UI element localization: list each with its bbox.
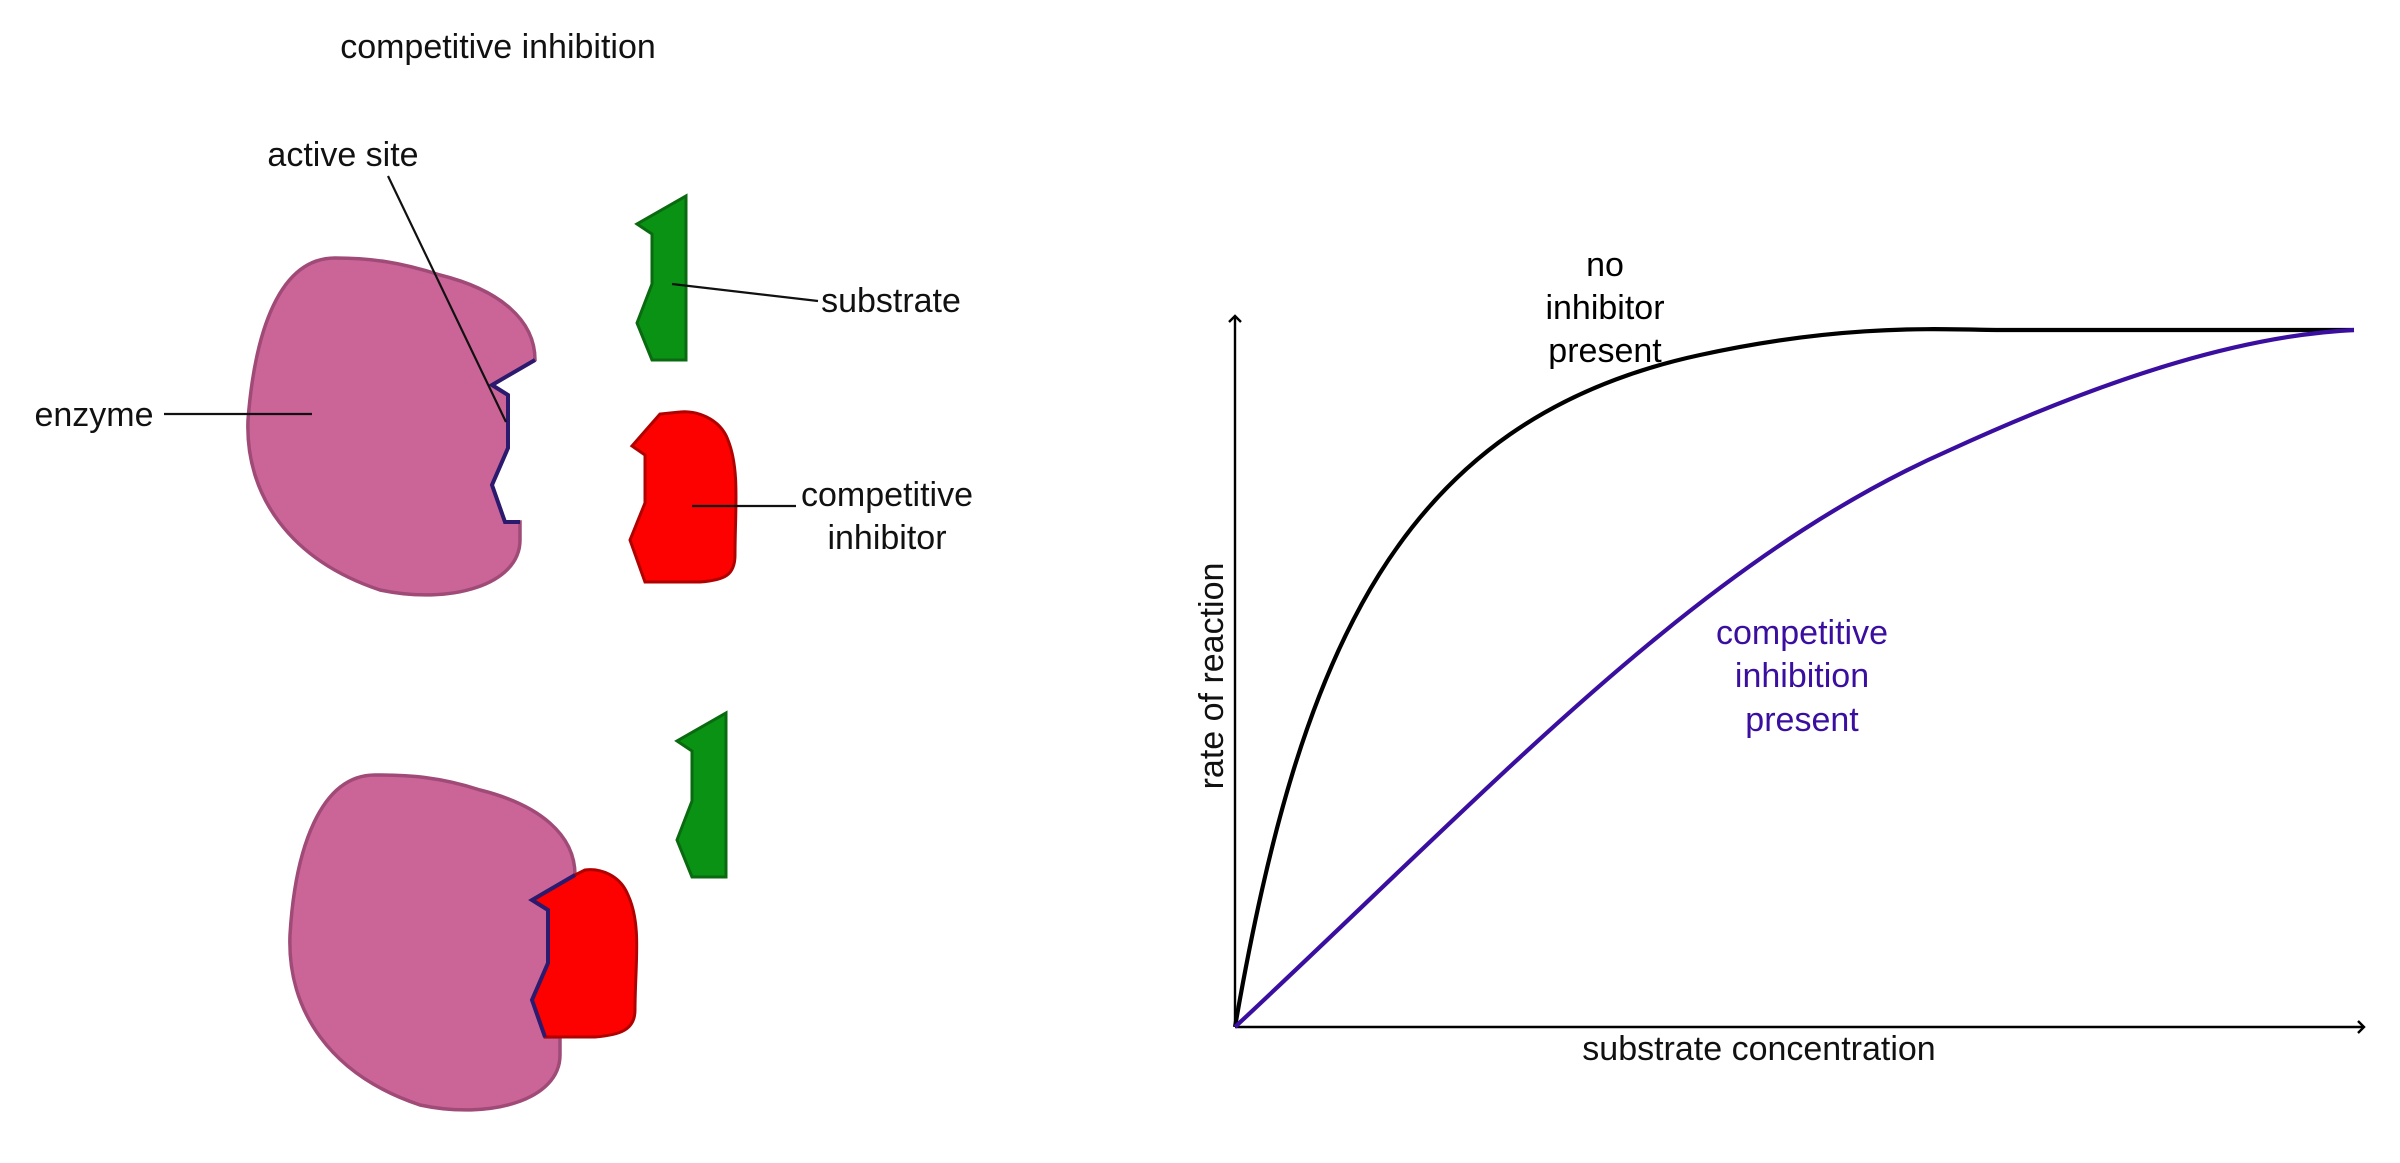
- curve-label-competitive-line3: present: [1745, 701, 1859, 739]
- enzyme-label: enzyme: [34, 396, 153, 434]
- inhibitor-label-line2: inhibitor: [827, 519, 946, 557]
- inhibitor-shape-bound: [529, 868, 639, 1039]
- curve-label-no-inhibitor-line1: no: [1586, 246, 1624, 284]
- active-site-leader: [387, 175, 507, 423]
- curve-label-no-inhibitor-line2: inhibitor: [1545, 289, 1664, 327]
- active-site-edge: [488, 358, 537, 524]
- diagram-panel: competitive inhibition active site enzym…: [34, 28, 973, 1112]
- curve-label-no-inhibitor: no inhibitor present: [1545, 246, 1664, 370]
- curve-no-inhibitor: [1232, 327, 2354, 1028]
- substrate-leader: [671, 282, 819, 303]
- inhibitor-label-line1: competitive: [801, 476, 973, 514]
- rate-graph: no inhibitor present competitive inhibit…: [1193, 246, 2366, 1068]
- y-axis-label: rate of reaction: [1193, 563, 1231, 790]
- enzyme-shape-top: [246, 256, 537, 597]
- diagram-title: competitive inhibition: [340, 28, 656, 66]
- substrate-shape-bottom: [674, 710, 728, 879]
- active-site-label: active site: [267, 136, 418, 174]
- inhibitor-shape-top: [628, 410, 738, 584]
- curve-label-competitive: competitive inhibition present: [1716, 614, 1888, 739]
- substrate-shape-top: [634, 193, 688, 362]
- x-axis-label: substrate concentration: [1582, 1030, 1935, 1068]
- curve-label-competitive-line1: competitive: [1716, 614, 1888, 652]
- enzyme-shape-bottom: [288, 773, 577, 1112]
- substrate-label: substrate: [821, 282, 961, 320]
- curve-competitive-inhibition: [1233, 327, 2355, 1029]
- curve-label-no-inhibitor-line3: present: [1548, 332, 1662, 370]
- curve-label-competitive-line2: inhibition: [1735, 657, 1869, 695]
